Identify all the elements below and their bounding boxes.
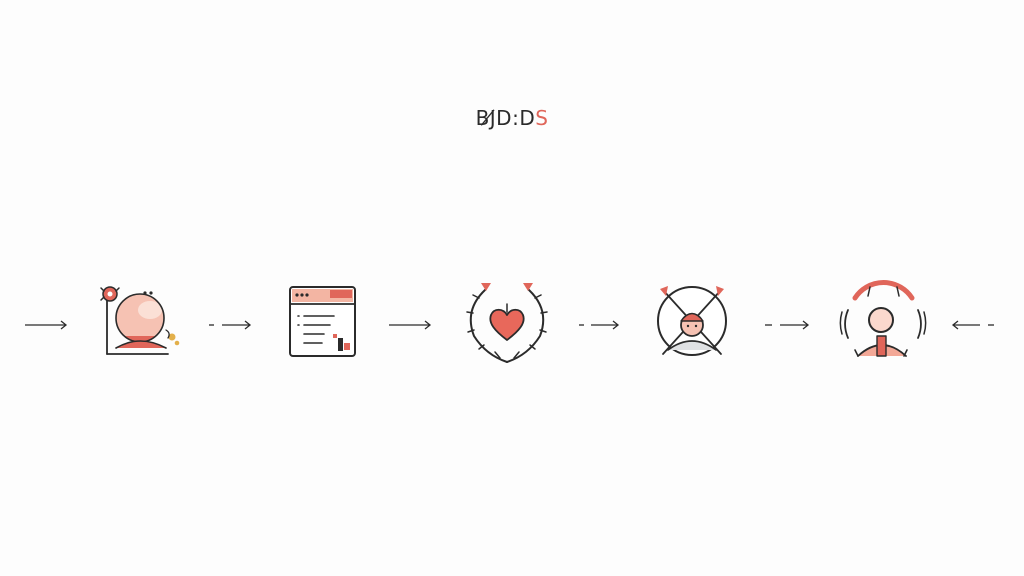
baby-with-gear-icon (100, 286, 180, 355)
connector-arrow-2 (209, 320, 252, 330)
logo: BJ̸D:DS (0, 104, 1024, 132)
process-flow (0, 270, 1024, 380)
logo-accent-letter: S (535, 106, 549, 130)
flow-svg (25, 280, 994, 363)
connector-arrow-1 (25, 320, 68, 330)
browser-window-list-icon (289, 286, 356, 357)
connector-arrow-4 (579, 320, 620, 330)
logo-text: BJ̸D:D (475, 106, 536, 130)
connector-arrow-3 (389, 320, 432, 330)
connector-arrow-6 (951, 320, 994, 330)
person-signal-circle-icon (839, 280, 927, 357)
connector-arrow-5 (765, 320, 810, 330)
heart-in-wreath-icon (466, 283, 548, 363)
person-crossed-circle-icon (657, 286, 727, 356)
